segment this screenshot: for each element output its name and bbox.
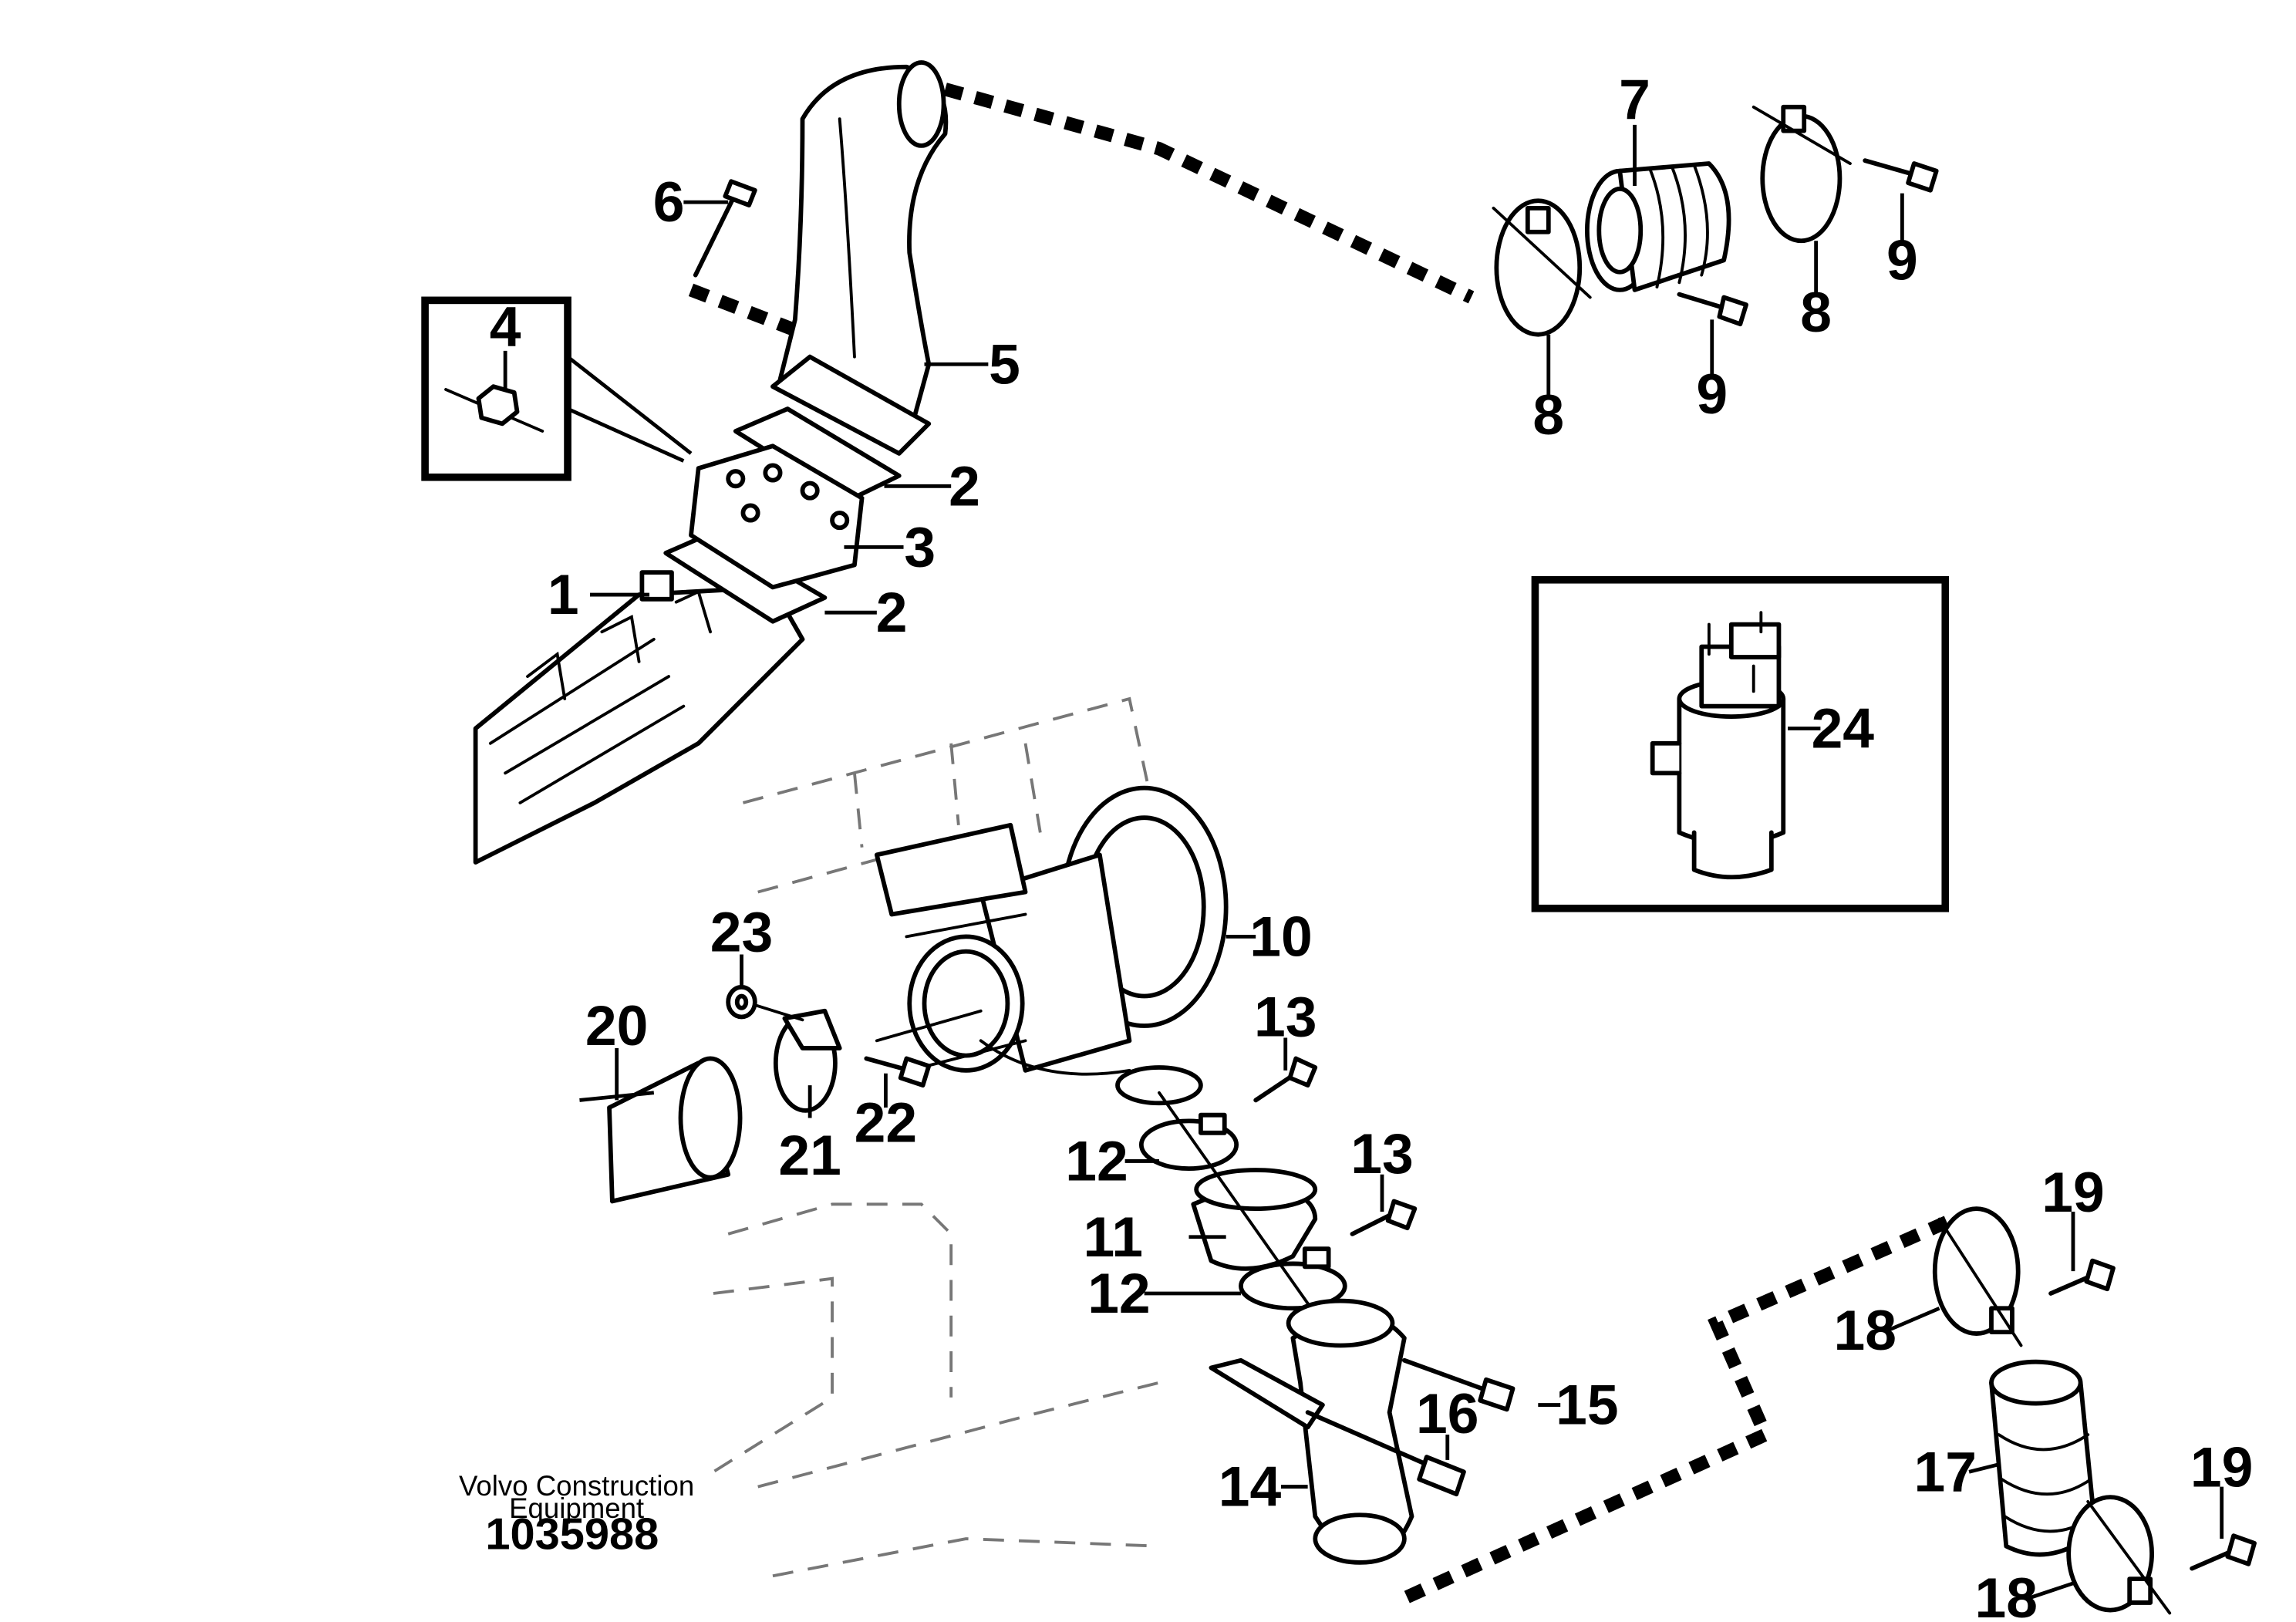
callout-19-upper: 19 bbox=[2041, 1161, 2104, 1224]
callout-2-lower: 2 bbox=[876, 581, 908, 644]
callout-8-right: 8 bbox=[1800, 281, 1832, 344]
hose-clamp-upper-right bbox=[1752, 104, 1852, 244]
callout-8-left: 8 bbox=[1532, 383, 1564, 447]
bolt-22 bbox=[864, 1056, 932, 1088]
callout-9-right: 9 bbox=[1886, 228, 1918, 292]
callout-18-upper: 18 bbox=[1833, 1299, 1896, 1362]
callout-10: 10 bbox=[1249, 905, 1312, 968]
callout-21: 21 bbox=[778, 1124, 841, 1187]
callout-18-lower: 18 bbox=[1975, 1566, 2038, 1622]
clamp-bolt-13-upper bbox=[1253, 1056, 1318, 1103]
callout-12-upper: 12 bbox=[1065, 1129, 1128, 1192]
drawing-credit: Volvo Construction Equipment 1035988 bbox=[459, 1470, 694, 1559]
callout-2-upper: 2 bbox=[949, 454, 980, 518]
bolt-15 bbox=[1401, 1357, 1515, 1412]
callout-14: 14 bbox=[1219, 1455, 1282, 1519]
assembly-axis-line bbox=[875, 1009, 1340, 1347]
callout-1: 1 bbox=[548, 563, 579, 626]
clamp-bolt-upper-right bbox=[1863, 158, 1939, 193]
bolt-16 bbox=[1305, 1410, 1466, 1497]
clamp-bolt-19-lower bbox=[2190, 1533, 2257, 1571]
hose-clamp-18-lower bbox=[2066, 1495, 2172, 1615]
bolt-6 bbox=[693, 179, 757, 278]
washer-23 bbox=[726, 985, 804, 1022]
callout-11: 11 bbox=[1084, 1206, 1143, 1269]
callout-13-upper: 13 bbox=[1254, 986, 1317, 1049]
hose-clamp-12-upper bbox=[1138, 1112, 1239, 1171]
intake-pipe bbox=[607, 1056, 743, 1204]
callout-numbers: 1 2 2 3 4 5 6 7 8 8 9 9 10 11 12 12 13 1… bbox=[490, 68, 2254, 1622]
callout-leaders bbox=[503, 124, 2224, 1600]
bellows-coupling-upper bbox=[1584, 161, 1731, 292]
callout-22: 22 bbox=[855, 1091, 917, 1154]
credit-line-1: Volvo Construction bbox=[459, 1470, 694, 1502]
connection-dashed-lines bbox=[688, 83, 1950, 1605]
clamp-bolt-19-upper bbox=[2048, 1258, 2116, 1296]
callout-13-lower: 13 bbox=[1350, 1122, 1413, 1185]
turbocharger bbox=[874, 785, 1229, 1106]
clamp-bolt-upper-left bbox=[1677, 292, 1748, 327]
callout-9-left: 9 bbox=[1696, 363, 1728, 426]
callout-20: 20 bbox=[585, 994, 648, 1057]
callout-4: 4 bbox=[490, 295, 521, 359]
credit-line-2: Equipment bbox=[509, 1492, 644, 1524]
hose-clamp-12-lower bbox=[1239, 1246, 1347, 1311]
relay-inset bbox=[1531, 575, 1950, 912]
drawing-number: 1035988 bbox=[485, 1510, 659, 1560]
callout-6: 6 bbox=[653, 170, 685, 234]
callout-3: 3 bbox=[904, 515, 936, 578]
callout-15: 15 bbox=[1556, 1374, 1618, 1437]
callout-7: 7 bbox=[1619, 68, 1650, 131]
exhaust-bend-pipe bbox=[770, 60, 949, 456]
callout-19-lower: 19 bbox=[2190, 1436, 2253, 1499]
v-band-clamp bbox=[773, 1008, 842, 1113]
clamp-bolt-13-lower bbox=[1350, 1199, 1418, 1236]
callout-16: 16 bbox=[1416, 1382, 1478, 1445]
callout-12-lower: 12 bbox=[1087, 1262, 1150, 1325]
nut-detail-inset bbox=[421, 296, 693, 481]
flange-adapter bbox=[689, 443, 865, 590]
callout-17: 17 bbox=[1914, 1440, 1977, 1503]
callout-24: 24 bbox=[1812, 697, 1875, 760]
elbow-pipe bbox=[1209, 1298, 1414, 1565]
exhaust-manifold bbox=[473, 570, 805, 865]
hose-11 bbox=[1191, 1168, 1318, 1271]
hose-clamp-upper-left bbox=[1492, 198, 1592, 337]
hose-clamp-18-upper bbox=[1932, 1206, 2023, 1347]
callout-5: 5 bbox=[989, 332, 1020, 396]
callout-23: 23 bbox=[710, 901, 773, 964]
